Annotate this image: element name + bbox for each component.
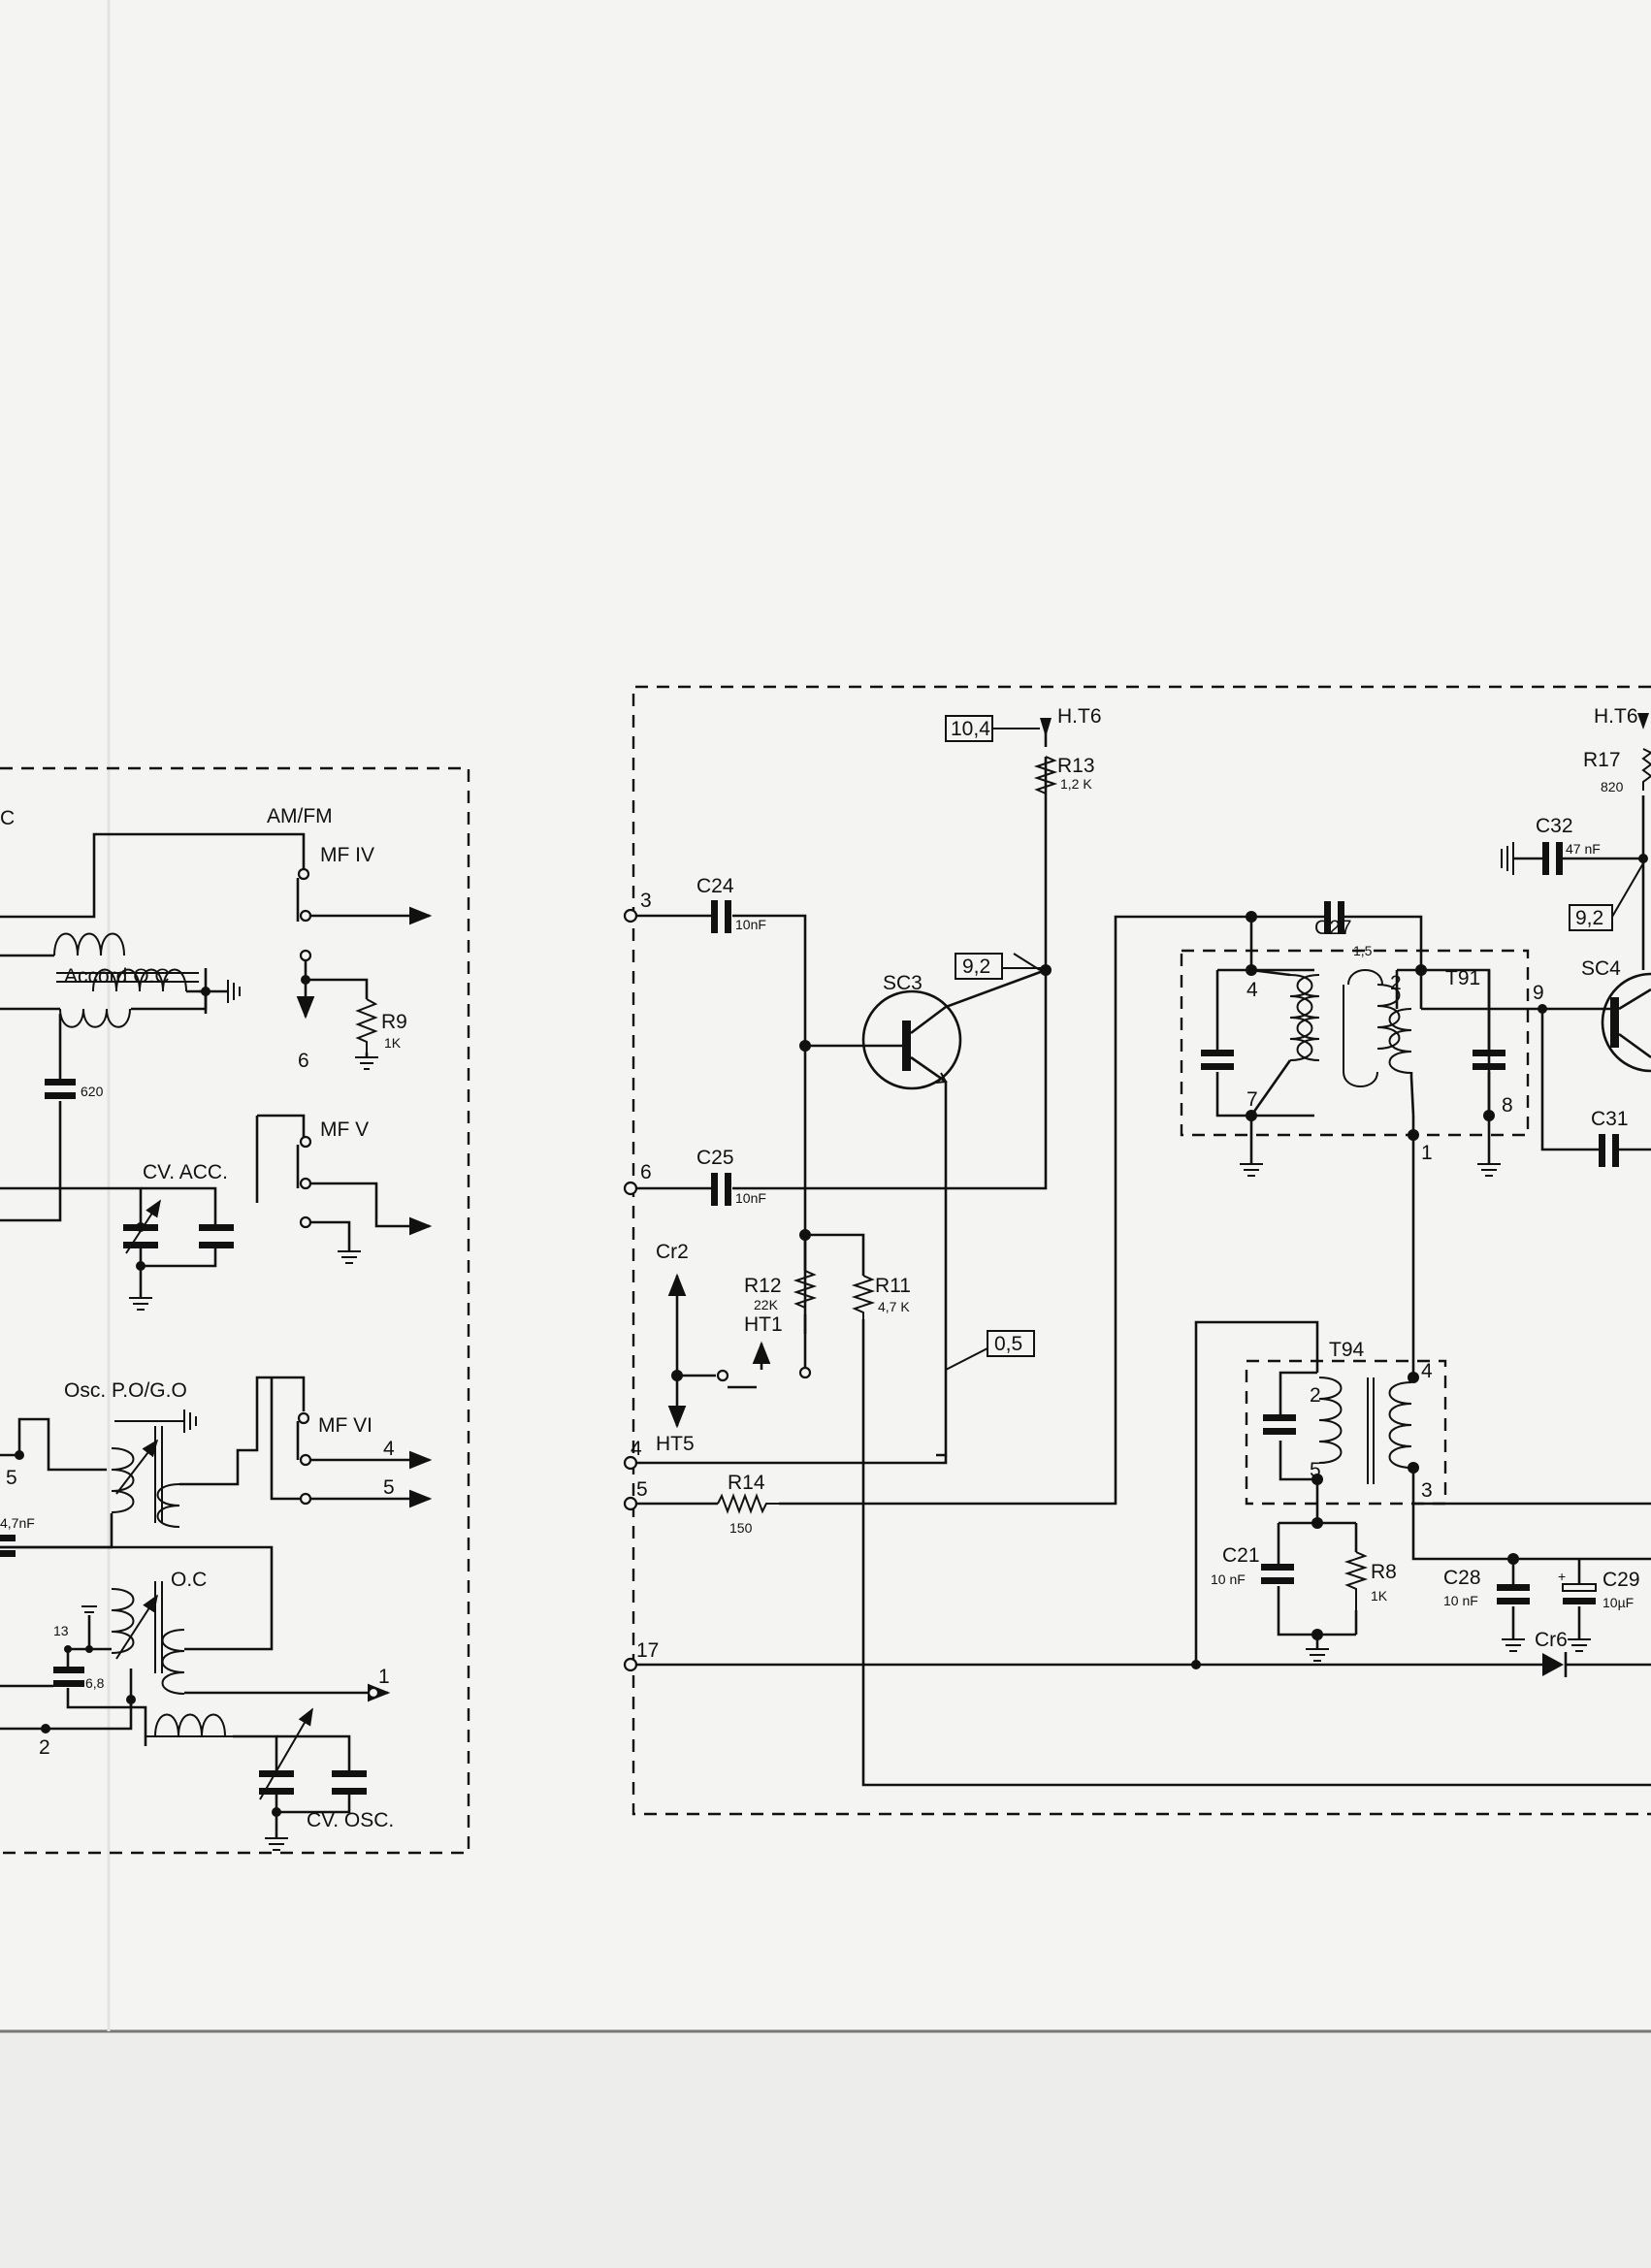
switch-mf-iv-label: MF IV: [320, 844, 374, 866]
c21-label: C21: [1222, 1544, 1260, 1567]
sc4-base-pin-9: 9: [1533, 982, 1544, 1004]
c21-value: 10 nF: [1211, 1571, 1246, 1587]
osc-po-go-label: Osc. P.O/G.O: [64, 1379, 187, 1402]
c32-value: 47 nF: [1566, 841, 1601, 857]
amfm-label: AM/FM: [267, 805, 333, 827]
voltage-tag-10-4: 10,4: [951, 718, 990, 740]
oc-coil-label: O.C: [171, 1569, 207, 1591]
c-6-8-value: 6,8: [85, 1675, 105, 1691]
mf-vi-output-5: 5: [383, 1476, 395, 1499]
sc4-transistor: [1601, 972, 1651, 1073]
c25-label: C25: [696, 1147, 734, 1169]
t91-pin-8: 8: [1502, 1094, 1513, 1117]
r17-label: R17: [1583, 749, 1621, 771]
ht5-label: HT5: [656, 1433, 695, 1455]
right-panel-border: [631, 685, 1651, 1816]
c-620-value: 620: [81, 1084, 104, 1099]
t94-label: T94: [1329, 1339, 1365, 1361]
sc4-label: SC4: [1581, 957, 1621, 980]
t94-pin-3: 3: [1421, 1479, 1433, 1502]
schematic-label: 5: [636, 1478, 648, 1501]
oc-output-1: 1: [378, 1666, 390, 1688]
cv-osc-label: CV. OSC.: [307, 1809, 394, 1831]
schematic-label: 4: [631, 1438, 642, 1460]
r13-value: 1,2 K: [1060, 776, 1092, 792]
voltage-tag-9-2-sc4: 9,2: [1575, 907, 1603, 929]
schematic-label: 6: [640, 1161, 652, 1183]
r17-value: 820: [1601, 779, 1624, 794]
r14-value: 150: [729, 1520, 753, 1536]
t91-pin-7: 7: [1246, 1088, 1258, 1111]
t91-pin-1: 1: [1421, 1142, 1433, 1164]
r14-label: R14: [728, 1472, 765, 1494]
cv-acc-label: CV. ACC.: [143, 1161, 228, 1183]
t94-pin-2: 2: [1310, 1384, 1321, 1407]
sc3-label: SC3: [883, 972, 923, 994]
switch-mf-vi-label: MF VI: [318, 1414, 372, 1437]
left-edge-label: C: [0, 807, 15, 829]
left-panel: C AM/FM MF IV R9 1K 6 Accord O.C: [0, 766, 470, 1855]
voltage-tag-9-2-sc3: 9,2: [962, 956, 990, 978]
schematic-label: 17: [636, 1639, 659, 1662]
voltage-tag-0-5: 0,5: [994, 1333, 1022, 1355]
c28-value: 10 nF: [1443, 1593, 1478, 1608]
r12-value: 22K: [754, 1297, 779, 1312]
c31-label: C31: [1591, 1108, 1629, 1130]
c24-label: C24: [696, 875, 734, 897]
r9-value: 1K: [384, 1035, 402, 1051]
t91-label: T91: [1445, 967, 1480, 989]
c25-value: 10nF: [735, 1190, 766, 1206]
ht6-label-right: H.T6: [1594, 705, 1638, 728]
switch-mf-v-label: MF V: [320, 1118, 369, 1141]
c29-value: 10µF: [1602, 1595, 1634, 1610]
r13-label: R13: [1057, 755, 1095, 777]
node-13: 13: [53, 1623, 69, 1638]
r8-label: R8: [1371, 1561, 1397, 1583]
c-4-7nf-value: 4,7nF: [0, 1515, 35, 1531]
c29-label: C29: [1602, 1569, 1640, 1591]
left-panel-border: [0, 766, 470, 1855]
c28-label: C28: [1443, 1567, 1481, 1589]
t94-pin-4: 4: [1421, 1360, 1433, 1382]
t91-pin-4: 4: [1246, 979, 1258, 1001]
c29-polarity: +: [1558, 1569, 1566, 1584]
sc3-transistor: [861, 989, 962, 1090]
node-5-left: 5: [6, 1467, 17, 1489]
c27-label: C27: [1314, 917, 1352, 939]
page-bottom-strip: [0, 2032, 1651, 2268]
node-2-left: 2: [39, 1736, 50, 1759]
node-6-left: 6: [298, 1050, 309, 1072]
c32-label: C32: [1536, 815, 1573, 837]
schematic-label: 3: [640, 890, 652, 912]
r8-value: 1K: [1371, 1588, 1388, 1604]
mf-vi-output-4: 4: [383, 1438, 395, 1460]
terminal-4: 4: [623, 1438, 642, 1471]
r11-value: 4,7 K: [878, 1299, 910, 1314]
terminal-17: 17: [623, 1639, 659, 1672]
right-panel: 3 6 4 5 17 C24 10nF C25 10nF: [623, 685, 1651, 1816]
cr2-label: Cr2: [656, 1241, 689, 1263]
ht6-label-left: H.T6: [1057, 705, 1102, 728]
r9-label: R9: [381, 1011, 407, 1033]
t94-pin-5: 5: [1310, 1459, 1321, 1481]
cr6-label: Cr6: [1535, 1629, 1568, 1651]
r11-label: R11: [875, 1275, 911, 1297]
ht1-label: HT1: [744, 1313, 783, 1336]
c24-value: 10nF: [735, 917, 766, 932]
t91-pin-2: 2: [1390, 972, 1402, 994]
r12-label: R12: [744, 1275, 782, 1297]
